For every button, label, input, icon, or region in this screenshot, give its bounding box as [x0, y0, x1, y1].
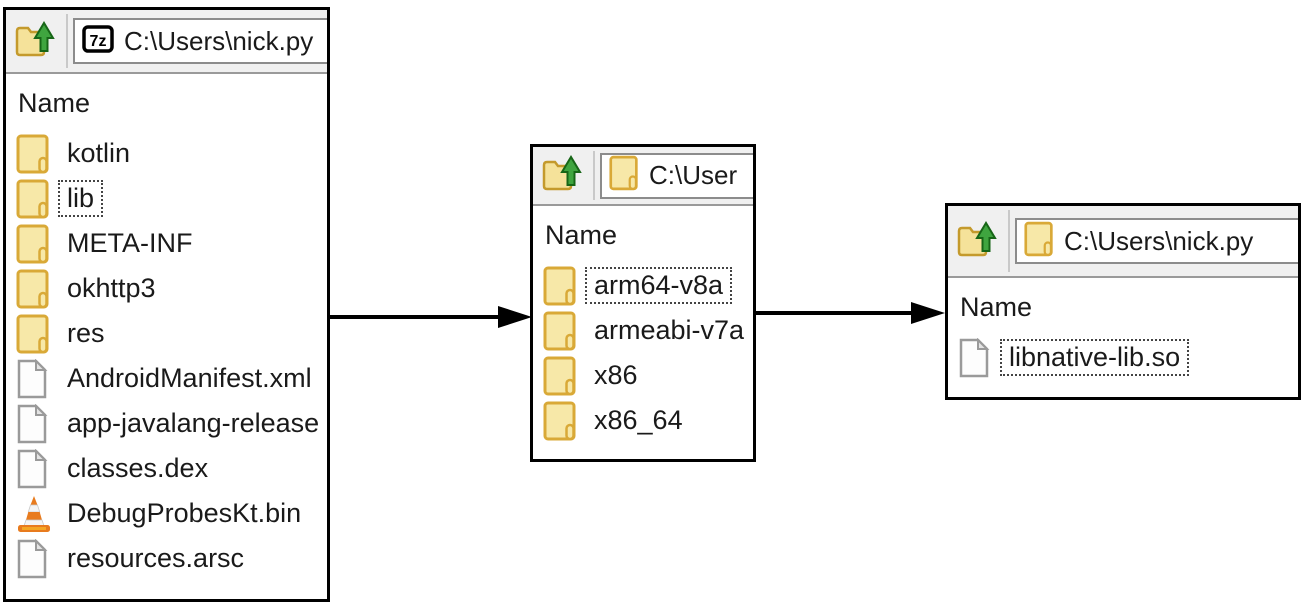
flow-arrow-1: [330, 306, 532, 328]
item-label: arm64-v8a: [585, 267, 733, 304]
folder-icon: [543, 401, 581, 441]
column-header-name[interactable]: Name: [545, 220, 618, 250]
list-item[interactable]: classes.dex: [16, 446, 327, 491]
folder-icon: [16, 269, 54, 309]
item-label: META-INF: [67, 228, 193, 258]
list-item[interactable]: okhttp3: [16, 266, 327, 311]
svg-text:7z: 7z: [90, 33, 107, 50]
list-item[interactable]: libnative-lib.so: [958, 335, 1298, 380]
list-item[interactable]: x86: [543, 353, 753, 398]
address-path: C:\Users\nick.py: [1064, 225, 1254, 256]
item-label: classes.dex: [67, 453, 209, 483]
item-label: x86: [594, 360, 638, 390]
file-icon: [16, 403, 54, 444]
file-list: Name arm64-v8a armeabi-v7a x86 x86_64: [533, 206, 753, 443]
folder-icon: [16, 134, 54, 174]
item-label: res: [67, 318, 105, 348]
address-bar[interactable]: C:\User: [600, 152, 753, 199]
file-manager-window-lib-folder: C:\User Name arm64-v8a armeabi-v7a x86 x86_…: [530, 144, 756, 462]
file-icon: [16, 448, 54, 489]
folder-icon: [1024, 221, 1054, 262]
toolbar: C:\Users\nick.py: [948, 206, 1298, 278]
address-path: C:\Users\nick.py: [124, 25, 314, 56]
toolbar: 7z C:\Users\nick.py: [6, 10, 327, 74]
address-bar[interactable]: C:\Users\nick.py: [1015, 218, 1298, 264]
list-item[interactable]: META-INF: [16, 221, 327, 266]
item-label: kotlin: [67, 138, 131, 168]
flow-arrow-2: [753, 302, 945, 324]
list-item[interactable]: x86_64: [543, 398, 753, 443]
list-item[interactable]: arm64-v8a: [543, 263, 753, 308]
item-label: app-javalang-release: [67, 408, 320, 438]
toolbar-separator: [1008, 210, 1010, 272]
column-header-name[interactable]: Name: [18, 88, 91, 118]
folder-up-icon: [541, 152, 585, 199]
folder-up-button[interactable]: [12, 18, 60, 64]
file-manager-window-arm64-folder: C:\Users\nick.py Name libnative-lib.so: [945, 203, 1301, 400]
folder-icon: [543, 266, 581, 306]
folder-icon: [16, 179, 54, 219]
column-header-name[interactable]: Name: [960, 292, 1033, 322]
folder-icon: [16, 314, 54, 354]
item-label: libnative-lib.so: [1000, 339, 1190, 376]
item-label: okhttp3: [67, 273, 156, 303]
item-label: armeabi-v7a: [594, 315, 745, 345]
list-item[interactable]: kotlin: [16, 131, 327, 176]
list-item[interactable]: AndroidManifest.xml: [16, 356, 327, 401]
folder-icon: [543, 356, 581, 396]
toolbar-separator: [66, 14, 68, 68]
file-icon: [16, 538, 54, 579]
item-label: resources.arsc: [67, 543, 245, 573]
folder-up-icon: [956, 218, 1000, 265]
toolbar-separator: [593, 151, 595, 200]
list-item[interactable]: resources.arsc: [16, 536, 327, 581]
item-label: x86_64: [594, 405, 683, 435]
folder-up-button[interactable]: [539, 153, 587, 199]
list-item[interactable]: DebugProbesKt.bin: [16, 491, 327, 536]
list-item[interactable]: armeabi-v7a: [543, 308, 753, 353]
file-icon: [958, 337, 996, 378]
toolbar: C:\User: [533, 147, 753, 206]
address-bar[interactable]: 7z C:\Users\nick.py: [73, 18, 327, 64]
item-label: AndroidManifest.xml: [67, 363, 312, 393]
folder-icon: [543, 311, 581, 351]
folder-up-icon: [14, 18, 58, 65]
file-icon: [16, 358, 54, 399]
vlc-cone-icon: [16, 494, 54, 534]
folder-up-button[interactable]: [954, 218, 1002, 264]
item-label: DebugProbesKt.bin: [67, 498, 302, 528]
item-label: lib: [58, 180, 104, 217]
list-item[interactable]: lib: [16, 176, 327, 221]
list-item[interactable]: app-javalang-release: [16, 401, 327, 446]
folder-icon: [609, 155, 639, 196]
file-list: Name libnative-lib.so: [948, 278, 1298, 380]
list-item[interactable]: res: [16, 311, 327, 356]
address-path: C:\User: [649, 160, 738, 190]
7z-archive-icon: 7z: [82, 24, 114, 59]
folder-icon: [16, 224, 54, 264]
